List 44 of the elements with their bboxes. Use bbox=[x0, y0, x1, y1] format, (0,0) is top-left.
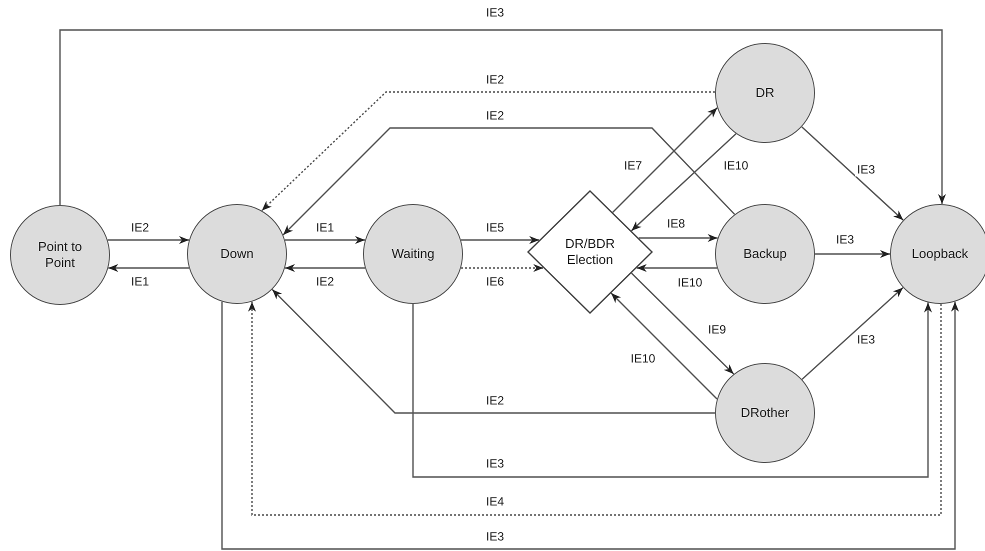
arrow bbox=[108, 236, 189, 244]
arrow bbox=[802, 287, 904, 380]
state-label: DR/BDR Election bbox=[564, 236, 616, 268]
arrow bbox=[801, 126, 904, 221]
state-label: Loopback bbox=[912, 246, 968, 262]
edge-label: IE9 bbox=[706, 323, 728, 337]
arrow bbox=[412, 302, 932, 478]
arrow bbox=[282, 127, 736, 236]
arrow bbox=[261, 91, 715, 212]
arrow bbox=[612, 107, 718, 213]
arrow bbox=[815, 250, 890, 258]
arrow bbox=[631, 272, 734, 375]
state-label: DR bbox=[756, 84, 774, 102]
edge-label: IE3 bbox=[834, 233, 856, 247]
arrow bbox=[285, 236, 365, 244]
arrow bbox=[272, 288, 715, 414]
arrow bbox=[285, 264, 365, 272]
state-label: Down bbox=[220, 246, 254, 262]
edge-label: IE8 bbox=[665, 217, 687, 231]
decision-diamond bbox=[527, 190, 653, 314]
edge-label: IE3 bbox=[855, 163, 877, 177]
edge-label: IE3 bbox=[855, 333, 877, 347]
state-label: Backup bbox=[743, 246, 787, 262]
edge-label: IE6 bbox=[484, 275, 506, 289]
state-label: Waiting bbox=[392, 246, 434, 262]
edge-label: IE10 bbox=[628, 352, 658, 366]
arrow bbox=[108, 264, 189, 272]
state-label: DRother bbox=[740, 404, 790, 422]
arrow bbox=[638, 234, 718, 242]
arrow bbox=[610, 292, 718, 400]
edge-label: IE5 bbox=[484, 221, 506, 235]
arrow bbox=[630, 133, 736, 232]
edge-label: IE3 bbox=[484, 6, 506, 20]
edge-label: IE10 bbox=[722, 159, 750, 173]
arrow bbox=[248, 302, 942, 516]
arrow bbox=[461, 264, 544, 272]
state-label: Point to Point bbox=[36, 238, 84, 272]
edge-label: IE3 bbox=[484, 530, 506, 544]
arrow bbox=[221, 302, 959, 550]
edge-label: IE3 bbox=[484, 457, 506, 471]
arrow bbox=[636, 264, 717, 272]
arrow bbox=[461, 236, 540, 244]
edge-label: IE10 bbox=[676, 276, 704, 290]
arrow bbox=[59, 29, 946, 205]
